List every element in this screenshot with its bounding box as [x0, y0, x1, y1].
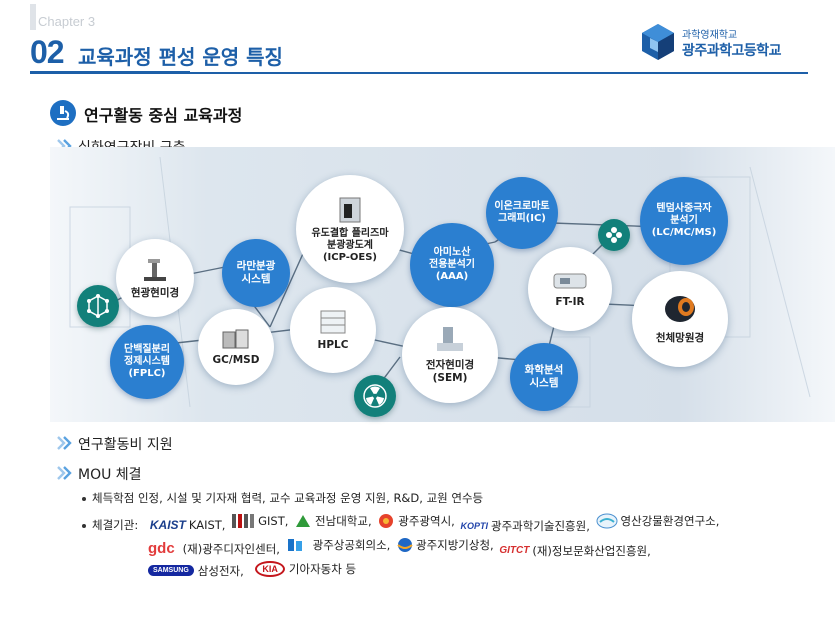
org-yeongsan: 영산강물환경연구소, — [596, 513, 720, 529]
section-number: 02 — [30, 34, 65, 70]
mou-detail: 체득학점 인정, 시설 및 기자재 협력, 교수 교육과정 운영 지원, R&D… — [82, 490, 483, 506]
item-mou: MOU 체결 — [78, 467, 142, 483]
org-name: 영산강물환경연구소, — [620, 514, 720, 528]
molecule-icon — [77, 285, 119, 327]
org-samsung: SAMSUNG 삼성전자, — [148, 563, 244, 579]
item-research-fund: 연구활동비 지원 — [78, 437, 173, 453]
org-name: 광주상공회의소, — [312, 538, 391, 552]
microscope-icon — [50, 100, 76, 126]
chevron-right-icon — [57, 436, 72, 450]
title-divider — [30, 71, 808, 74]
yeongsan-logo-icon — [596, 513, 618, 529]
instrument-icon — [320, 310, 346, 333]
telescope-node: 천체망원경 — [632, 271, 728, 367]
school-emblem-icon — [642, 24, 674, 60]
gcmsd-node: GC/MSD — [198, 309, 274, 385]
chapter-label: Chapter 3 — [38, 14, 96, 29]
node-label: 아미노산 전용분석기 (AAA) — [429, 247, 475, 282]
microscope-icon — [144, 258, 166, 281]
flower-icon — [598, 219, 630, 251]
lcms-node: 텐덤사중극자 분석기 (LC/MC/MS) — [640, 177, 728, 265]
gdc-logo: gdc — [148, 540, 175, 557]
node-label: 현광현미경 — [130, 286, 180, 299]
page-title: 교육과정 편성 운영 특징 — [78, 45, 283, 69]
org-kopti: KOPTI 광주과학기술진흥원, — [460, 518, 589, 534]
node-label: 화학분석 시스템 — [524, 364, 564, 389]
node-label: FT-IR — [555, 295, 585, 308]
fluorescence-microscope-node: 현광현미경 — [116, 239, 194, 317]
org-name: 광주지방기상청, — [415, 538, 494, 552]
node-label: 단백질분리 정제시스템 (FPLC) — [124, 344, 170, 379]
org-name: KAIST, — [188, 518, 226, 532]
org-name: 광주과학기술진흥원, — [491, 519, 590, 533]
samsung-logo: SAMSUNG — [148, 565, 194, 576]
org-gdc: gdc (재)광주디자인센터, — [148, 540, 280, 557]
raman-node: 라만분광 시스템 — [222, 239, 290, 307]
school-logo: 과학영재학교 광주과학고등학교 — [640, 22, 810, 64]
org-kaist: KAIST KAIST, — [150, 518, 226, 532]
instrument-icon — [222, 329, 249, 348]
kia-logo: KIA — [255, 561, 285, 577]
telescope-icon — [665, 295, 695, 322]
org-gitct: GITCT (재)정보문화산업진흥원, — [499, 543, 650, 559]
chem-analysis-node: 화학분석 시스템 — [510, 343, 578, 411]
mou-orgs-line-3: SAMSUNG 삼성전자, KIA 기아자동차 등 — [148, 561, 358, 579]
node-label: 천체망원경 — [655, 331, 705, 344]
org-weather: 광주지방기상청, — [396, 537, 494, 553]
jnu-logo-icon — [296, 515, 311, 527]
logo-subtitle: 과학영재학교 — [682, 30, 738, 41]
gwangju-city-logo-icon — [379, 514, 394, 528]
hplc-node: HPLC — [290, 287, 376, 373]
fplc-node: 단백질분리 정제시스템 (FPLC) — [110, 325, 184, 399]
ftir-node: FT-IR — [528, 247, 612, 331]
node-label: 이온크로마토 그래피(IC) — [494, 201, 550, 224]
equipment-diagram: 현광현미경 라만분광 시스템 유도결합 플리즈마 분광광도계 (ICP-OES)… — [50, 147, 835, 422]
org-name: (재)광주디자인센터, — [182, 541, 280, 556]
ic-node: 이온크로마토 그래피(IC) — [486, 177, 558, 249]
header-accent-bar — [30, 4, 36, 30]
mou-orgs-line-1: 체결기관: KAIST KAIST, GIST, 전남대학교, 광주광역시, K… — [82, 513, 721, 534]
org-gist: GIST, — [231, 513, 288, 529]
logo-name: 광주과학고등학교 — [682, 43, 782, 59]
weather-logo-icon — [397, 538, 413, 552]
icp-oes-node: 유도결합 플리즈마 분광광도계 (ICP-OES) — [296, 175, 404, 283]
mou-orgs-line-2: gdc (재)광주디자인센터, 광주상공회의소, 광주지방기상청, GITCT … — [148, 537, 653, 559]
node-label: 전자현미경 (SEM) — [425, 359, 475, 384]
org-jnu: 전남대학교, — [294, 513, 372, 529]
org-name: GIST, — [258, 514, 289, 528]
section-title: 연구활동 중심 교육과정 — [84, 106, 243, 125]
instrument-icon — [339, 197, 361, 223]
node-label: HPLC — [317, 338, 349, 351]
radiation-icon — [354, 375, 396, 417]
org-kia: KIA 기아자동차 등 — [255, 561, 356, 577]
org-chamber: 광주상공회의소, — [286, 537, 391, 553]
chamber-logo-icon — [287, 539, 302, 551]
org-name: 광주광역시, — [398, 514, 455, 528]
node-label: 유도결합 플리즈마 분광광도계 (ICP-OES) — [311, 228, 389, 263]
mou-detail-text: 체득학점 인정, 시설 및 기자재 협력, 교수 교육과정 운영 지원, R&D… — [92, 491, 484, 505]
orgs-label: 체결기관: — [92, 518, 139, 532]
kaist-logo: KAIST — [149, 518, 186, 532]
node-label: GC/MSD — [212, 353, 260, 366]
gitct-logo: GITCT — [499, 545, 530, 556]
node-label: 텐덤사중극자 분석기 (LC/MC/MS) — [651, 203, 717, 238]
org-name: (재)정보문화산업진흥원, — [532, 543, 651, 558]
kopti-logo: KOPTI — [460, 521, 488, 531]
chevron-right-icon — [57, 466, 72, 480]
sem-node: 전자현미경 (SEM) — [402, 307, 498, 403]
org-name: 전남대학교, — [315, 514, 372, 528]
aaa-node: 아미노산 전용분석기 (AAA) — [410, 223, 494, 307]
org-name: 삼성전자, — [197, 563, 244, 578]
org-name: 기아자동차 등 — [288, 562, 357, 576]
node-label: 라만분광 시스템 — [236, 260, 276, 285]
instrument-icon — [553, 273, 587, 288]
org-gwangju-city: 광주광역시, — [377, 513, 455, 529]
instrument-icon — [437, 327, 463, 351]
gist-logo-icon — [232, 514, 255, 528]
